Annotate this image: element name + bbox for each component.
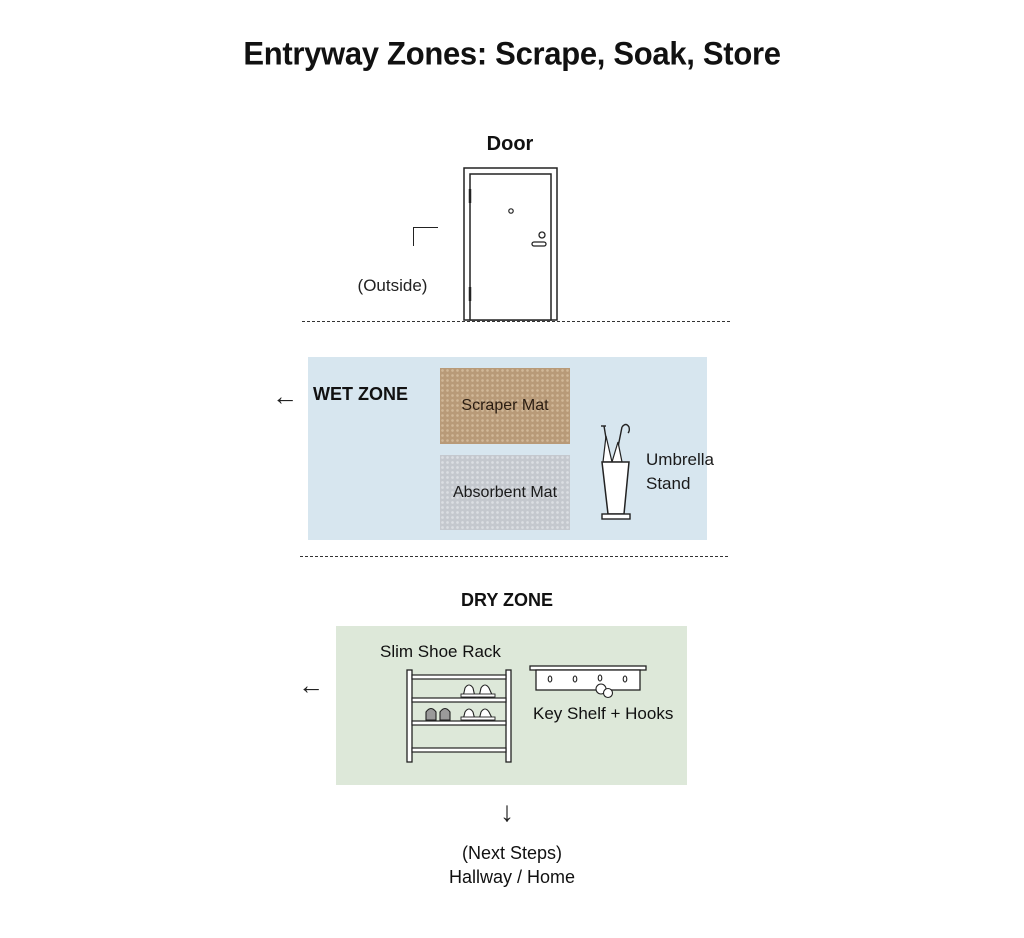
diagram-title: Entryway Zones: Scrape, Soak, Store xyxy=(243,35,781,72)
hook-icon xyxy=(622,675,628,683)
absorbent-mat: Absorbent Mat xyxy=(440,455,570,530)
scraper-mat-label: Scraper Mat xyxy=(461,397,549,414)
door-icon xyxy=(463,167,558,321)
zone-divider xyxy=(300,556,728,557)
hallway-home-label: Hallway / Home xyxy=(448,867,576,887)
hook-icon xyxy=(572,675,578,683)
absorbent-mat-label: Absorbent Mat xyxy=(452,483,558,501)
wet-zone-arrow-left-icon: ← xyxy=(272,381,298,411)
wet-zone-label: WET ZONE xyxy=(313,384,408,404)
scraper-mat: Scraper Mat xyxy=(440,368,570,444)
umbrella-stand-icon xyxy=(601,423,631,520)
arrow-down-icon: ↓ xyxy=(500,796,514,827)
next-steps-label: (Next Steps) xyxy=(461,843,563,863)
outside-label: (Outside) xyxy=(357,276,428,295)
hook-icon xyxy=(597,674,603,682)
door-label: Door xyxy=(486,133,534,155)
umbrella-stand-label: Umbrella Stand xyxy=(646,450,715,493)
key-shelf-label: Key Shelf + Hooks xyxy=(533,704,674,723)
shoe-rack-icon xyxy=(406,669,512,763)
dry-zone-label: DRY ZONE xyxy=(461,590,554,610)
key-shelf-icon xyxy=(529,665,647,699)
dry-zone-arrow-left-icon: ← xyxy=(298,670,324,700)
threshold-divider xyxy=(302,321,730,322)
hook-icon xyxy=(547,675,553,683)
outside-corner-marker xyxy=(413,227,438,246)
shoe-rack-label: Slim Shoe Rack xyxy=(380,642,501,661)
